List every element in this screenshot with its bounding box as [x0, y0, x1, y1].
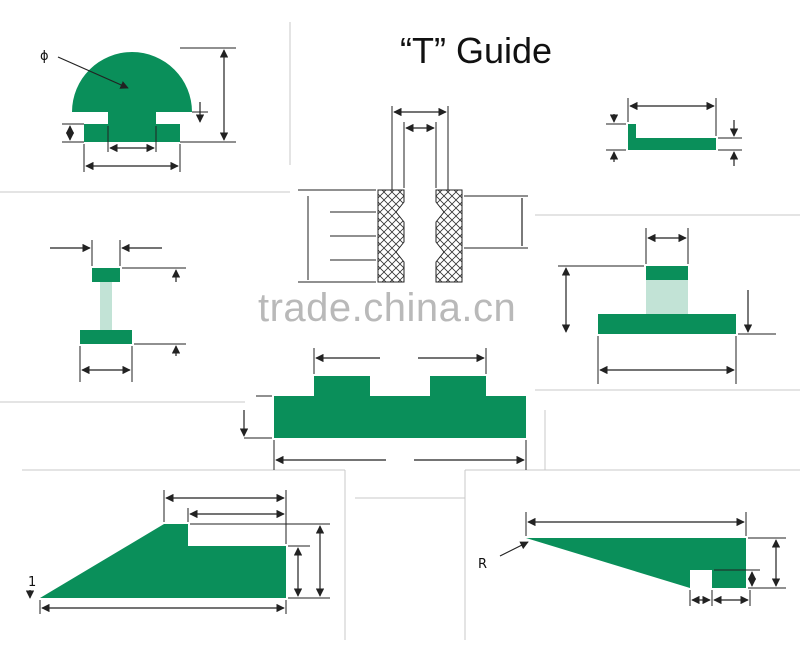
radius-label: R [478, 557, 487, 572]
inverted-t-stem [646, 266, 688, 280]
profile-inverted-t [558, 228, 776, 384]
panel-dividers [0, 22, 800, 640]
double-rail-shape [274, 376, 526, 438]
hatched-right [435, 189, 463, 283]
i-section-top [92, 268, 120, 282]
page-title: “T” Guide [400, 30, 553, 71]
profile-i-section [50, 240, 186, 382]
i-section-web [100, 282, 112, 330]
hatched-left [377, 189, 405, 283]
inverted-t-fade [646, 280, 688, 314]
profile-flat-strip [606, 98, 742, 166]
inverted-t-base [598, 314, 736, 334]
i-section-bottom [80, 330, 132, 344]
phi-label: ϕ [40, 49, 49, 64]
profile-wedge [499, 512, 786, 606]
profile-double-rail [239, 348, 527, 470]
profile-ramp [25, 490, 330, 614]
ramp-shape [40, 524, 286, 598]
profile-hatched-section [298, 106, 528, 283]
profile-round-head [57, 47, 236, 172]
round-head-shape [72, 52, 192, 142]
one-label: 1 [28, 575, 36, 590]
flat-strip-shape [628, 124, 716, 150]
watermark-text: trade.china.cn [258, 286, 517, 330]
wedge-shape [526, 538, 746, 588]
